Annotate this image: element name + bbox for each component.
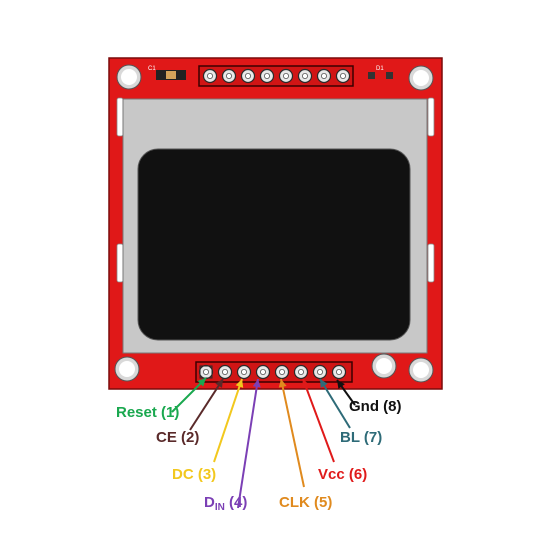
bottom-header-pad-4	[255, 364, 271, 380]
mounting-hole-bottom-right	[371, 353, 397, 379]
top-pin-header	[198, 65, 354, 87]
silk-label-c1: C1	[148, 66, 156, 72]
mounting-hole-bottom-left	[114, 356, 140, 382]
pin-label-8: Gnd (8)	[349, 398, 402, 415]
pin-label-4: DIN (4)	[204, 494, 247, 513]
bottom-pin-header	[195, 361, 353, 383]
silk-label-d1: D1	[376, 66, 384, 72]
pin-label-main-4: D	[204, 494, 215, 511]
arrowhead-pin-2	[215, 379, 223, 388]
bottom-header-pad-5	[274, 364, 290, 380]
pin-label-num-4: (4)	[225, 494, 248, 511]
bottom-header-pad-7	[312, 364, 328, 380]
bottom-header-pad-6	[293, 364, 309, 380]
top-header-pad-6	[297, 68, 313, 84]
pin-label-main-2: CE	[156, 429, 177, 446]
arrowhead-pin-6	[302, 379, 310, 388]
bottom-header-pad-8	[331, 364, 347, 380]
bottom-header-pad-3	[236, 364, 252, 380]
mounting-holes	[114, 64, 434, 383]
wire-pin-6	[302, 378, 335, 463]
bottom-header-pad-1	[198, 364, 214, 380]
top-header-pad-7	[316, 68, 332, 84]
arrowhead-pin-7	[320, 379, 328, 388]
pin-label-num-6: (6)	[345, 466, 368, 483]
pin-label-num-3: (3)	[194, 466, 217, 483]
mounting-hole-top-left	[116, 64, 142, 90]
diode-d1-left	[368, 72, 375, 79]
pin-label-num-7: (7)	[360, 429, 383, 446]
pin-labels: Reset (1) CE (2) DC (3) DIN (4) CLK (5) Vcc (…	[116, 398, 402, 513]
wire-pin-2	[189, 378, 224, 431]
pin-label-2: CE (2)	[156, 429, 199, 446]
top-header-pad-5	[278, 68, 294, 84]
arrowhead-pin-5	[278, 379, 287, 388]
pin-label-main-8: Gnd	[349, 398, 379, 415]
pin-label-main-5: CLK	[279, 494, 310, 511]
top-header-pad-3	[240, 68, 256, 84]
arrowhead-pin-3	[235, 379, 244, 388]
lcd-screen	[137, 148, 411, 341]
arrowhead-pin-1	[197, 378, 206, 387]
pin-label-num-5: (5)	[310, 494, 333, 511]
pin-label-main-7: BL	[340, 429, 360, 446]
arrowhead-pin-4	[252, 379, 261, 388]
arrowhead-pin-8	[337, 380, 345, 389]
pin-wires	[171, 377, 356, 509]
bottom-header-pad-2	[217, 364, 233, 380]
wire-pin-1	[171, 377, 207, 413]
top-header-pad-1	[202, 68, 218, 84]
wire-pin-4	[237, 378, 259, 509]
mounting-hole-top-right	[408, 65, 434, 91]
top-components: C1 D1	[148, 66, 393, 80]
pin-label-num-2: (2)	[177, 429, 200, 446]
pin-label-1: Reset (1)	[116, 404, 179, 421]
pin-label-sub-4: IN	[215, 502, 225, 513]
pin-label-6: Vcc (6)	[318, 466, 367, 483]
pin-label-num-8: (8)	[379, 398, 402, 415]
pin-label-7: BL (7)	[340, 429, 382, 446]
top-header-pad-2	[221, 68, 237, 84]
pin-label-5: CLK (5)	[279, 494, 332, 511]
top-header-pad-4	[259, 68, 275, 84]
pin-label-num-1: (1)	[157, 404, 180, 421]
diode-d1-right	[386, 72, 393, 79]
wire-pin-3	[213, 378, 243, 463]
pin-label-3: DC (3)	[172, 466, 216, 483]
pin-label-main-6: Vcc	[318, 466, 345, 483]
side-notches	[116, 97, 435, 283]
pin-label-main-3: DC	[172, 466, 194, 483]
pin-label-main-1: Reset	[116, 404, 157, 421]
top-header-pad-8	[335, 68, 351, 84]
wire-pin-7	[319, 378, 351, 429]
mounting-hole-bottom-right-outer	[408, 357, 434, 383]
wire-pin-5	[280, 378, 305, 488]
